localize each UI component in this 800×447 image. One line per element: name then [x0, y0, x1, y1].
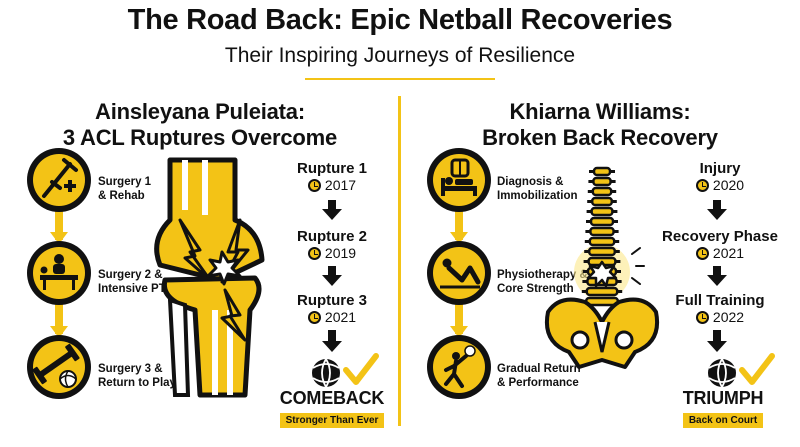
right-step-1-line1: Diagnosis & [497, 176, 564, 188]
left-year-2-text: 2019 [324, 245, 357, 261]
vertebra [590, 196, 614, 207]
down-arrow-icon [322, 330, 342, 352]
right-timeline-2: Recovery Phase 2021 [652, 228, 788, 261]
right-step-3-label: Gradual Return & Performance [497, 362, 581, 390]
dumbbell-ball-icon [27, 335, 91, 399]
clock-icon [307, 178, 321, 192]
clock-icon [307, 310, 321, 324]
left-timeline-year-2: 2019 [282, 245, 382, 261]
right-timeline-year-3: 2022 [652, 309, 788, 325]
page-title: The Road Back: Epic Netball Recoveries [127, 4, 673, 36]
check-icon [343, 353, 379, 385]
left-outcome-badge: Stronger Than Ever [279, 413, 385, 428]
right-timeline-3: Full Training 2022 [652, 292, 788, 325]
physio-table-icon [27, 241, 91, 305]
right-outcome: TRIUMPH Back on Court [668, 388, 778, 428]
vertebra [591, 186, 613, 197]
left-heading: Ainsleyana Puleiata: 3 ACL Ruptures Over… [0, 99, 400, 151]
right-heading-line1: Khiarna Williams: [509, 99, 691, 124]
right-step-3-line1: Gradual Return [497, 363, 581, 375]
vertebra [585, 286, 619, 297]
clock-icon [695, 178, 709, 192]
down-arrow-icon [322, 266, 342, 286]
vertebra [590, 206, 614, 217]
left-outcome-title: COMEBACK [279, 388, 385, 408]
right-timeline-year-1: 2020 [652, 177, 788, 193]
clock-icon [307, 246, 321, 260]
left-step-1-line2: & Rehab [98, 190, 145, 202]
right-step-2-line2: Core Strength [497, 283, 574, 295]
left-heading-line2: 3 ACL Ruptures Overcome [62, 125, 338, 150]
left-timeline-arrows [322, 200, 342, 352]
left-step-1-label: Surgery 1 & Rehab [98, 175, 151, 203]
left-step-1-line1: Surgery 1 [98, 176, 152, 188]
left-step-2-label: Surgery 2 & Intensive PT [98, 268, 166, 296]
right-year-3-text: 2022 [712, 309, 745, 325]
down-arrow-icon [707, 200, 727, 220]
vertebra [592, 166, 612, 177]
right-heading: Khiarna Williams: Broken Back Recovery [400, 99, 800, 151]
right-year-1-text: 2020 [712, 177, 745, 193]
vertebra [588, 236, 616, 247]
clock-icon [695, 310, 709, 324]
netball-player-icon [427, 335, 491, 399]
right-step-2-label: Physiotherapy & Core Strength [497, 268, 588, 296]
down-arrow-icon [322, 200, 342, 220]
left-timeline-3: Rupture 3 2021 [282, 292, 382, 325]
right-heading-line2: Broken Back Recovery [482, 125, 718, 150]
knee-illustration [154, 157, 265, 398]
clock-icon [695, 246, 709, 260]
right-year-2-text: 2021 [712, 245, 745, 261]
left-timeline-label-1: Rupture 1 [296, 160, 367, 177]
vertebra [587, 246, 617, 257]
right-timeline-label-1: Injury [699, 160, 741, 177]
crutch-icon [27, 148, 91, 212]
bed-brace-icon [427, 148, 491, 212]
title-underline [305, 78, 495, 80]
left-timeline: Rupture 1 2017 [282, 160, 382, 193]
left-timeline-year-1: 2017 [282, 177, 382, 193]
netball-icon [312, 358, 340, 388]
right-step-2-line1: Physiotherapy & [497, 269, 588, 281]
right-timeline-label-2: Recovery Phase [662, 228, 778, 245]
right-timeline-year-2: 2021 [652, 245, 788, 261]
left-timeline-label-3: Rupture 3 [296, 292, 367, 309]
left-outcome: COMEBACK Stronger Than Ever [272, 388, 392, 428]
vertebra [589, 216, 615, 227]
right-step-1-label: Diagnosis & Immobilization [497, 175, 578, 203]
right-timeline-label-3: Full Training [675, 292, 765, 309]
left-step-3-line2: Return to Play [98, 377, 176, 389]
check-icon [739, 353, 775, 385]
netball-icon [708, 358, 736, 388]
left-year-3-text: 2021 [324, 309, 357, 325]
left-heading-line1: Ainsleyana Puleiata: [95, 99, 305, 124]
left-timeline-2: Rupture 2 2019 [282, 228, 382, 261]
left-step-3-label: Surgery 3 & Return to Play [98, 362, 176, 390]
left-step-2-line1: Surgery 2 & [98, 269, 163, 281]
left-step-connectors [50, 210, 468, 338]
vertebra [592, 176, 612, 187]
center-divider [398, 96, 401, 426]
down-arrow-icon [707, 330, 727, 352]
right-timeline-arrows [707, 200, 727, 352]
right-timeline: Injury 2020 [652, 160, 788, 193]
left-step-3-line1: Surgery 3 & [98, 363, 163, 375]
right-outcome-title: TRIUMPH [682, 388, 764, 408]
right-outcome-badge: Back on Court [682, 413, 764, 428]
vertebra [589, 226, 615, 237]
situp-icon [427, 241, 491, 305]
left-timeline-label-2: Rupture 2 [296, 228, 367, 245]
right-step-1-line2: Immobilization [497, 190, 578, 202]
right-step-3-line2: & Performance [497, 377, 579, 389]
left-year-1-text: 2017 [324, 177, 357, 193]
spine-illustration [545, 166, 659, 369]
left-step-2-line2: Intensive PT [98, 283, 166, 295]
page-subtitle: Their Inspiring Journeys of Resilience [224, 44, 576, 67]
down-arrow-icon [707, 266, 727, 286]
left-timeline-year-3: 2021 [282, 309, 382, 325]
